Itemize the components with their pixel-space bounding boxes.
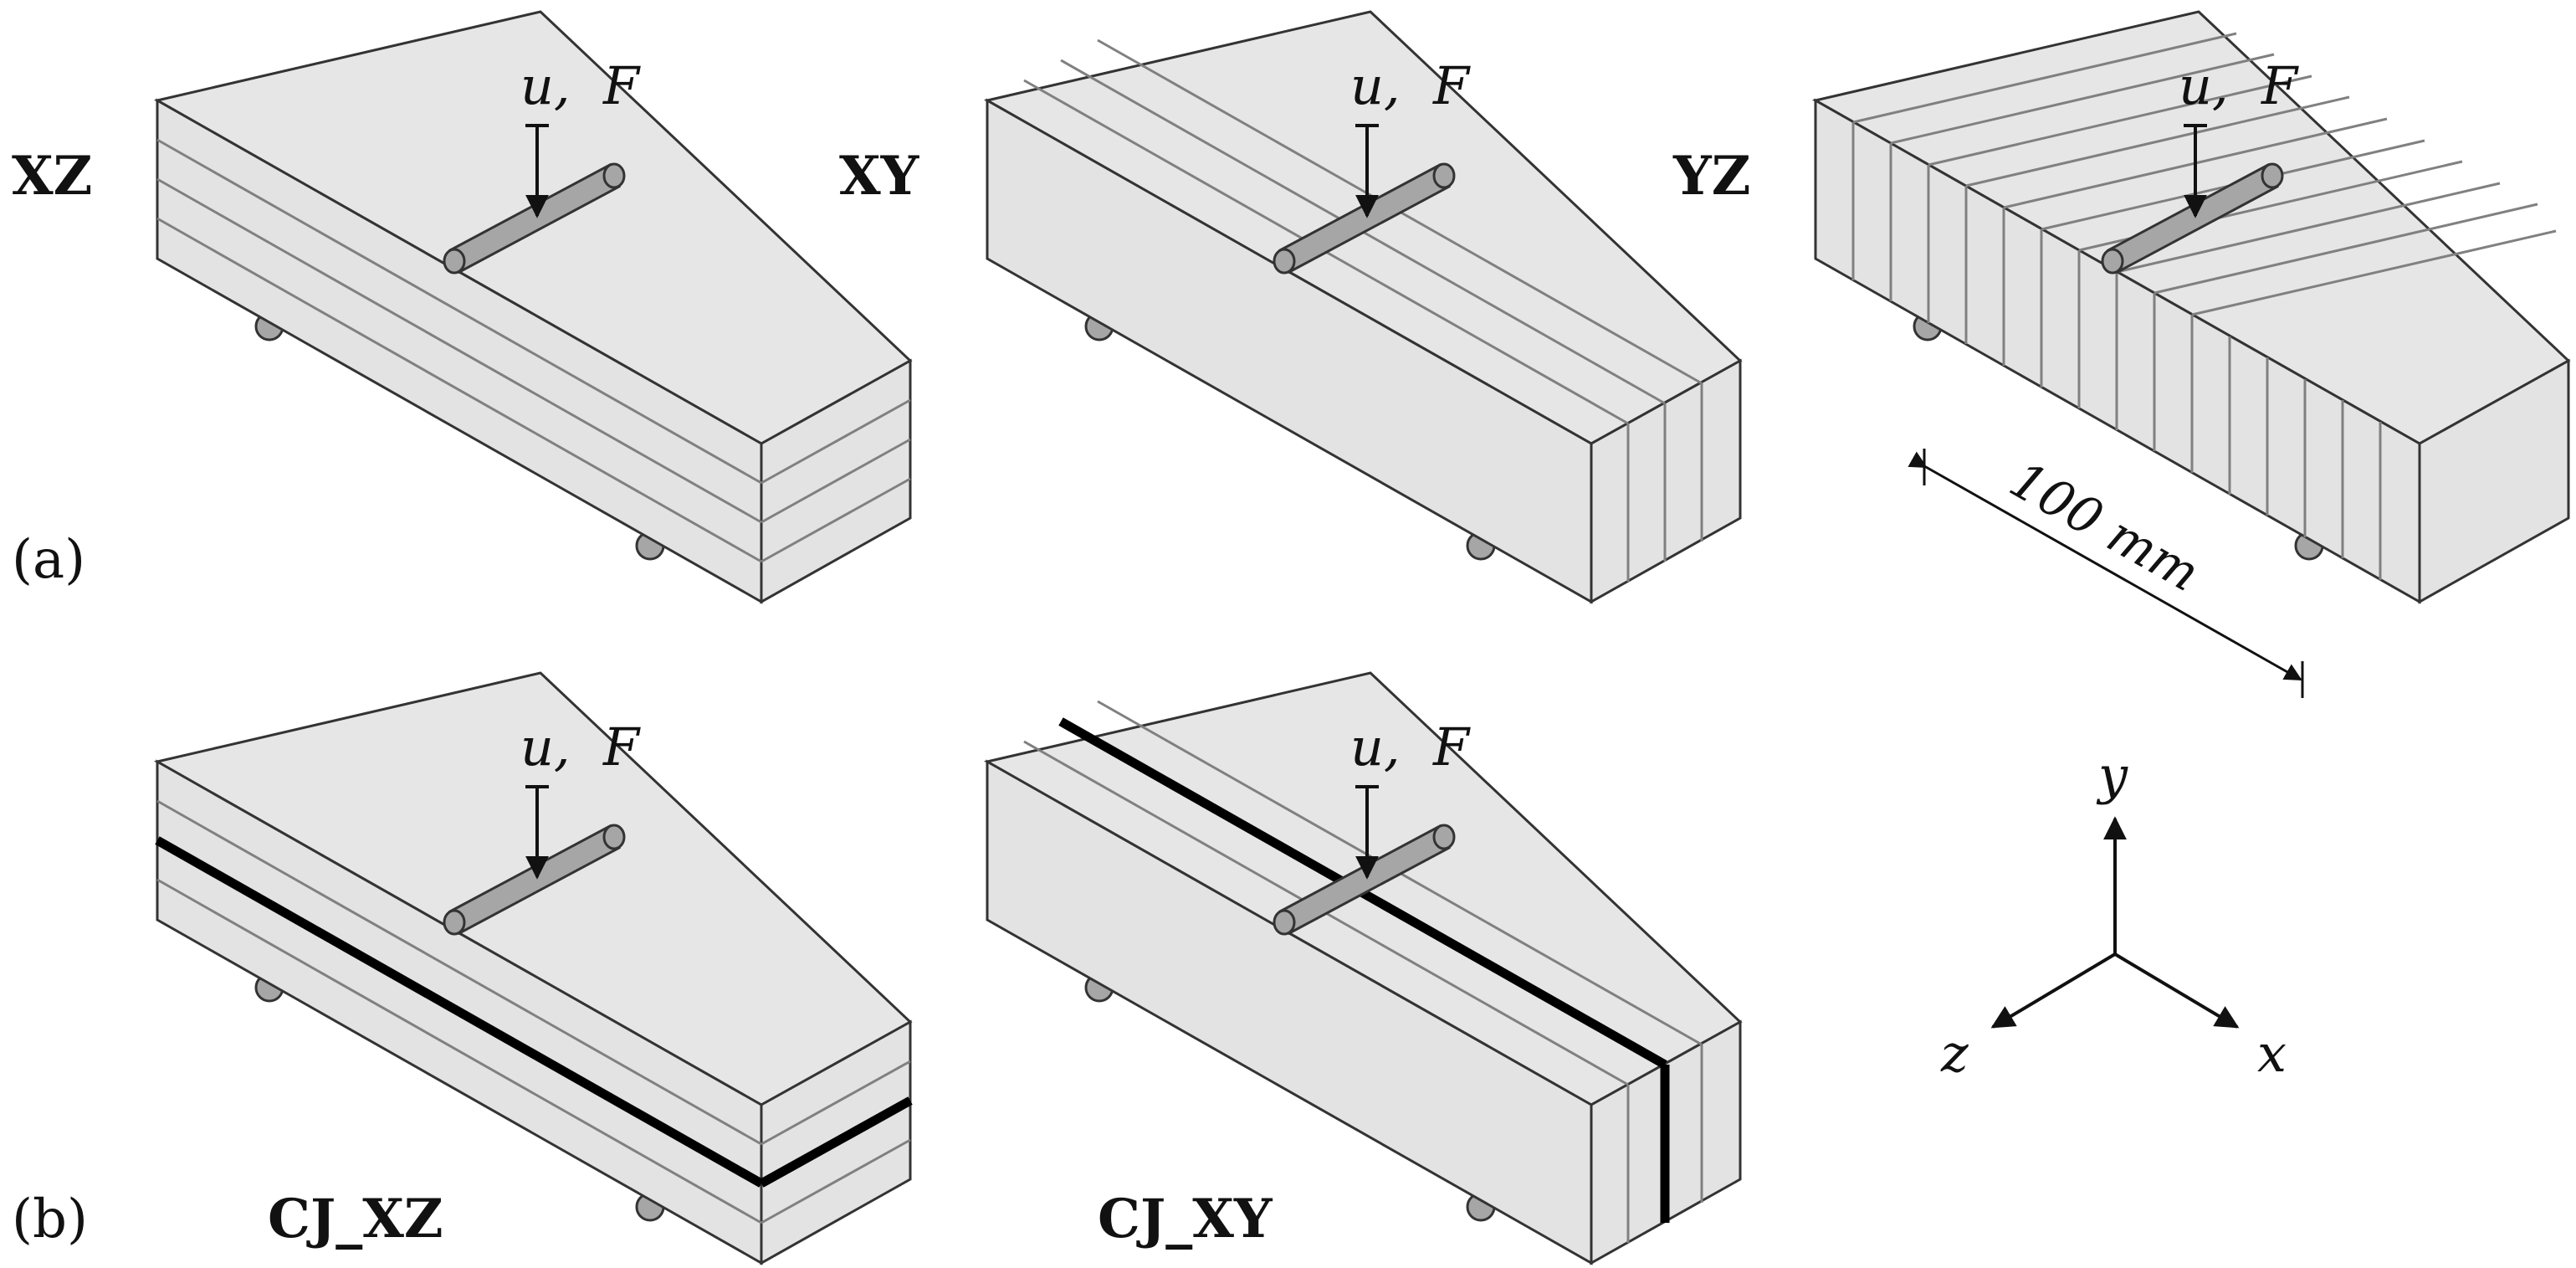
load-label-xy: u, F — [1350, 55, 1471, 116]
specimen-cj-xy — [983, 671, 1743, 1265]
panel-b-tag: (b) — [12, 1188, 88, 1250]
loading-roller — [1273, 824, 1456, 936]
panel-a-tag: (a) — [12, 529, 85, 591]
cold-joint-line — [155, 836, 913, 1188]
z-axis-label: z — [1940, 1023, 1969, 1084]
specimen-cj-xz — [153, 671, 913, 1265]
loading-roller — [1273, 162, 1456, 275]
layer-lines — [156, 138, 911, 563]
specimen-label-yz: YZ — [1672, 145, 1750, 208]
x-axis-arrow — [2113, 952, 2240, 1029]
coordinate-axes — [1990, 816, 2240, 1029]
load-label-cj-xy: u, F — [1350, 716, 1471, 778]
loading-roller — [443, 824, 626, 936]
layer-lines — [156, 799, 911, 1224]
loading-roller — [443, 162, 626, 275]
end-face — [2418, 358, 2570, 604]
specimen-yz: 100 mm — [1811, 10, 2571, 698]
load-label-yz: u, F — [2179, 55, 2299, 116]
specimen-label-cj-xy: CJ_XY — [1098, 1188, 1273, 1250]
z-axis-arrow — [1990, 952, 2117, 1029]
y-axis-label: y — [2096, 745, 2128, 806]
dimension-line — [1908, 449, 2304, 698]
loading-roller — [2101, 162, 2284, 275]
load-label-cj-xz: u, F — [520, 716, 641, 778]
specimen-label-cj-xz: CJ_XZ — [268, 1188, 443, 1250]
x-axis-label: x — [2257, 1023, 2287, 1084]
specimen-label-xz: XZ — [12, 145, 92, 208]
specimen-label-xy: XY — [839, 145, 920, 208]
specimen-xz — [153, 10, 913, 604]
load-label-xz: u, F — [520, 55, 641, 116]
specimen-xy — [983, 10, 1743, 604]
